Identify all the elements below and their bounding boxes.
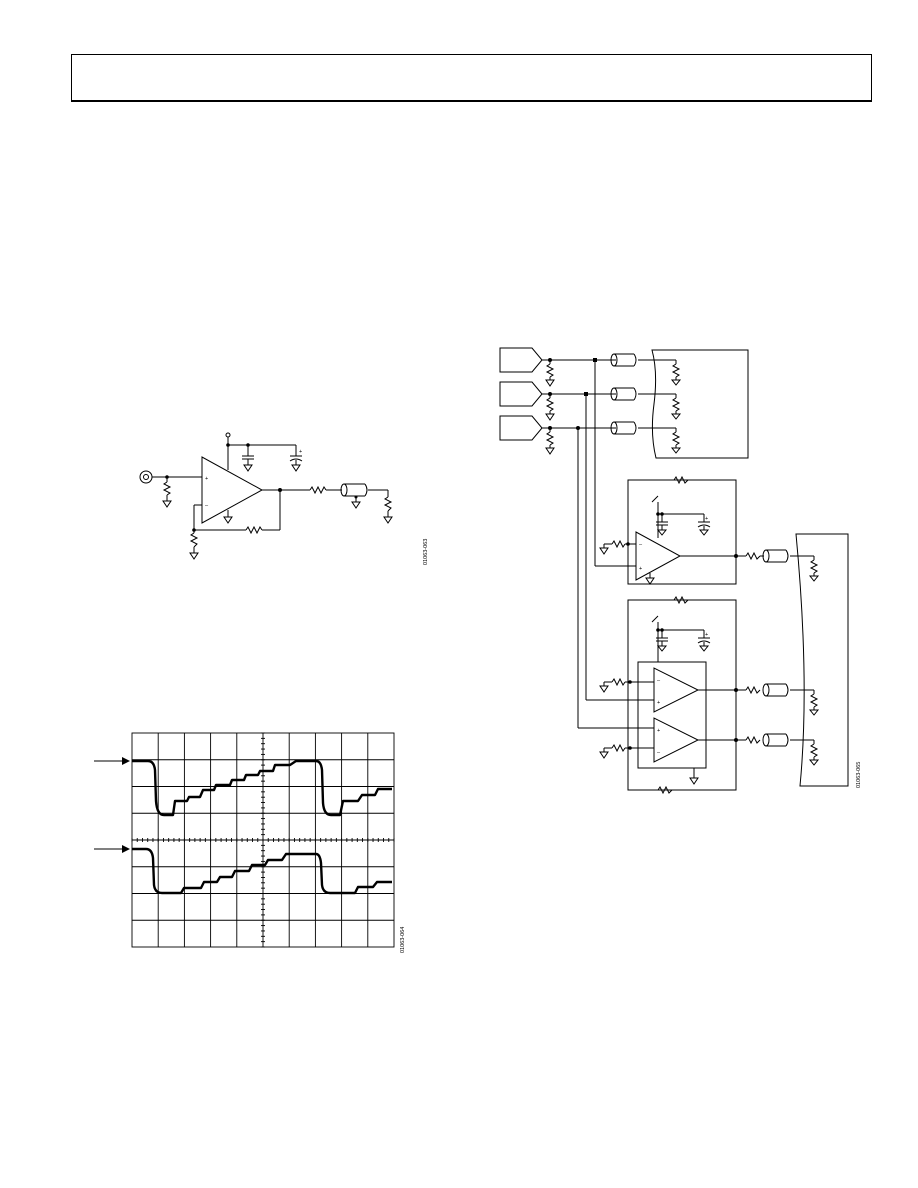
- cap-plus-label: +: [299, 449, 302, 455]
- amp2b-minus-label: –: [657, 750, 661, 756]
- amp1-minus-label: –: [639, 542, 643, 548]
- opamp-plus-label: +: [205, 476, 208, 482]
- amp1-plus-label: +: [639, 566, 642, 572]
- receiver-block: [651, 349, 749, 459]
- figure-1-id: 01063-063: [423, 539, 429, 565]
- opamp-minus-label: –: [205, 503, 209, 509]
- scope-graticule: [131, 732, 395, 948]
- trace-1: [132, 759, 392, 817]
- amp2-cap-plus-label: +: [705, 632, 708, 638]
- figure-2-scope-waveform: 01063-064: [94, 732, 406, 953]
- op-amp-symbol: [201, 456, 264, 524]
- page-header-box: [71, 54, 872, 102]
- trace-2: [132, 847, 392, 895]
- output-receiver-block: [795, 533, 849, 787]
- figure-1-amplifier-schematic: + – + 01063-063: [139, 432, 429, 565]
- bnc-connector-icon: [139, 470, 153, 484]
- amp2a-minus-label: –: [657, 678, 661, 684]
- dual-amp-package: [637, 661, 707, 769]
- ground-icon: [162, 500, 172, 508]
- op-amp-2a: [653, 667, 700, 713]
- op-amp-2b: [653, 717, 700, 763]
- amp-2-block: [627, 599, 737, 791]
- amp2a-plus-label: +: [657, 700, 660, 706]
- figure-2-id: 01063-064: [400, 927, 406, 953]
- amp2b-plus-label: +: [657, 728, 660, 734]
- amp-1-block: [627, 479, 737, 585]
- op-amp-1: [635, 531, 682, 581]
- figure-3-id: 01063-065: [856, 762, 862, 788]
- figure-3-driver-schematic: – + + – + + – +: [499, 347, 862, 795]
- amp1-cap-plus-label: +: [705, 516, 708, 522]
- input-connectors: [499, 347, 543, 441]
